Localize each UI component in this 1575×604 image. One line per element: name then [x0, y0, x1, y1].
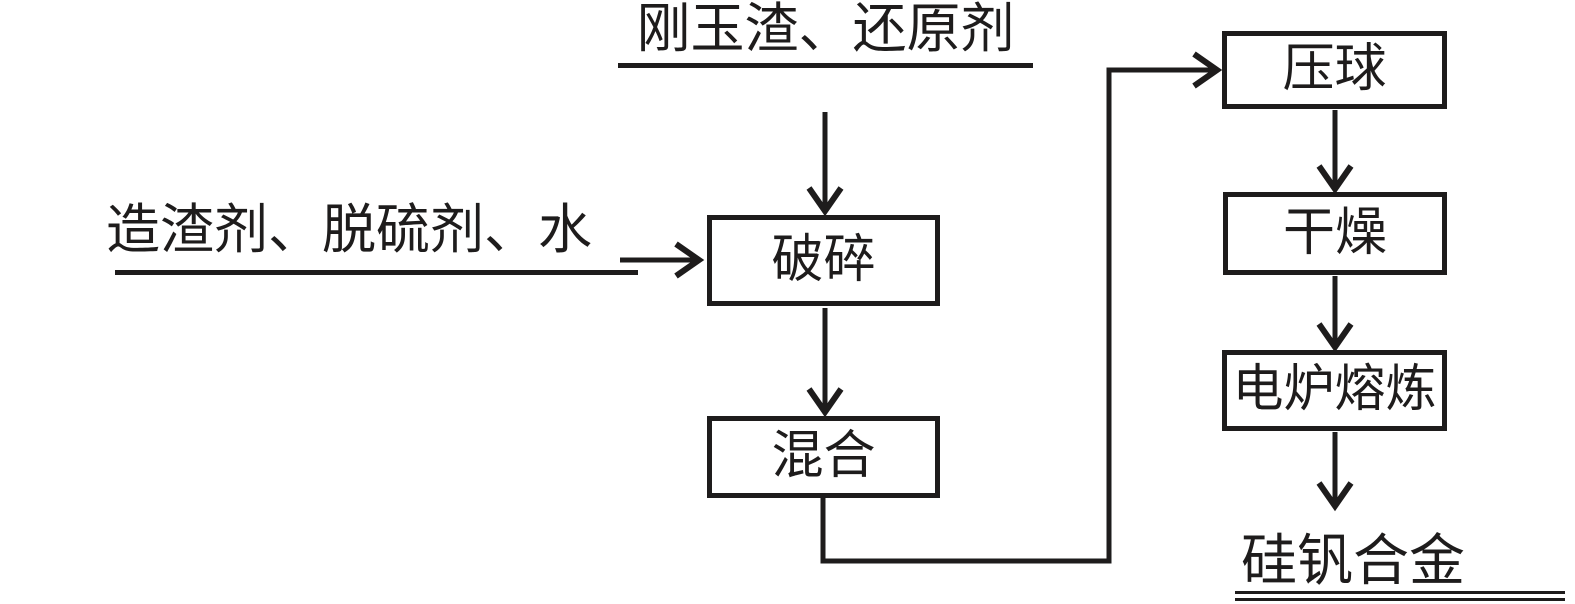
input-label-slagging-desulfurizer-water: 造渣剂、脱硫剂、水: [106, 200, 592, 260]
process-box-crush-label: 破碎: [771, 231, 876, 289]
connector-mix-to-press: [820, 51, 1223, 564]
process-box-electric-furnace-smelting-label: 电炉熔炼: [1232, 362, 1437, 418]
double-underline-output: [1235, 591, 1565, 601]
arrow-dry-to-smelt: [1316, 276, 1354, 353]
process-box-dry-label: 干燥: [1282, 204, 1387, 262]
underline-top-input: [618, 63, 1033, 68]
underline-left-input: [115, 270, 638, 275]
arrow-smelt-to-output: [1316, 432, 1354, 512]
input-label-corundum-slag-reducing-agent: 刚玉渣、还原剂: [636, 0, 1015, 59]
arrow-crush-to-mix: [806, 308, 844, 418]
process-box-mix-label: 混合: [771, 428, 876, 485]
process-box-mix: 混合: [707, 416, 940, 498]
process-box-electric-furnace-smelting: 电炉熔炼: [1222, 350, 1447, 431]
process-box-crush: 破碎: [707, 215, 940, 306]
arrow-left-input-to-crush: [620, 241, 705, 279]
process-box-ball-press: 压球: [1222, 31, 1447, 109]
process-box-ball-press-label: 压球: [1282, 41, 1387, 98]
output-label-silicon-vanadium-alloy: 硅钒合金: [1241, 531, 1465, 593]
process-box-dry: 干燥: [1223, 192, 1447, 275]
arrow-press-to-dry: [1316, 110, 1354, 195]
arrow-top-input-to-crush: [806, 112, 844, 217]
